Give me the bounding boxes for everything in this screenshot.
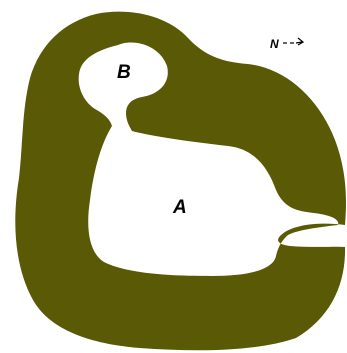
region-a-label: A: [172, 197, 187, 218]
region-b-label: B: [117, 62, 131, 83]
north-indicator: N: [270, 37, 303, 51]
north-label: N: [270, 37, 279, 51]
landmass-shape: [15, 12, 346, 351]
arrow-right-icon: [283, 38, 303, 45]
